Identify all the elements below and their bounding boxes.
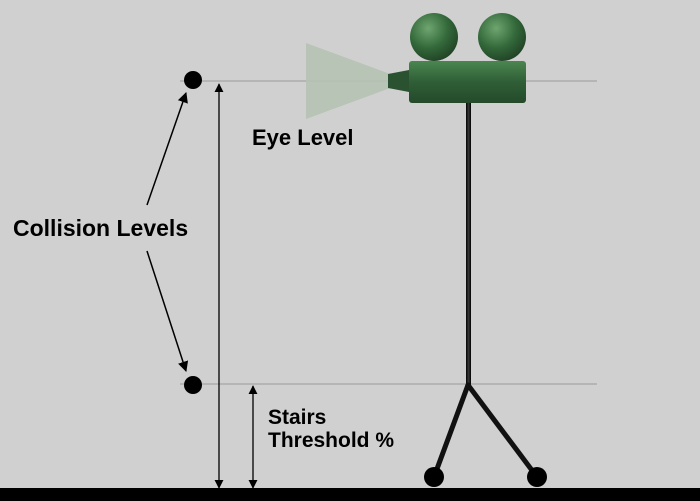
stairs-label-line2: Threshold % [268, 429, 395, 453]
camera-reel-right [478, 13, 526, 61]
stairs-label-line1: Stairs [268, 406, 327, 429]
tripod-leg-left [431, 382, 471, 480]
view-cone [306, 43, 409, 119]
tripod-leg-right [465, 382, 540, 480]
collision-point-top [184, 71, 202, 89]
collision-levels-label: Collision Levels [13, 215, 189, 241]
tripod-foot-left [424, 467, 444, 487]
camera-reel-left [410, 13, 458, 61]
collision-pointer-arrow-bottom [146, 250, 189, 372]
eye-level-label: Eye Level [252, 125, 354, 150]
ground-bar [0, 488, 700, 501]
collision-pointer-arrow-top [146, 92, 188, 206]
stairs-threshold-label: Stairs Threshold % [268, 406, 394, 452]
camera-body [409, 61, 526, 103]
tripod-foot-right [527, 467, 547, 487]
camera-lens [388, 70, 409, 92]
collision-point-bottom [184, 376, 202, 394]
tripod-pole [466, 103, 471, 385]
